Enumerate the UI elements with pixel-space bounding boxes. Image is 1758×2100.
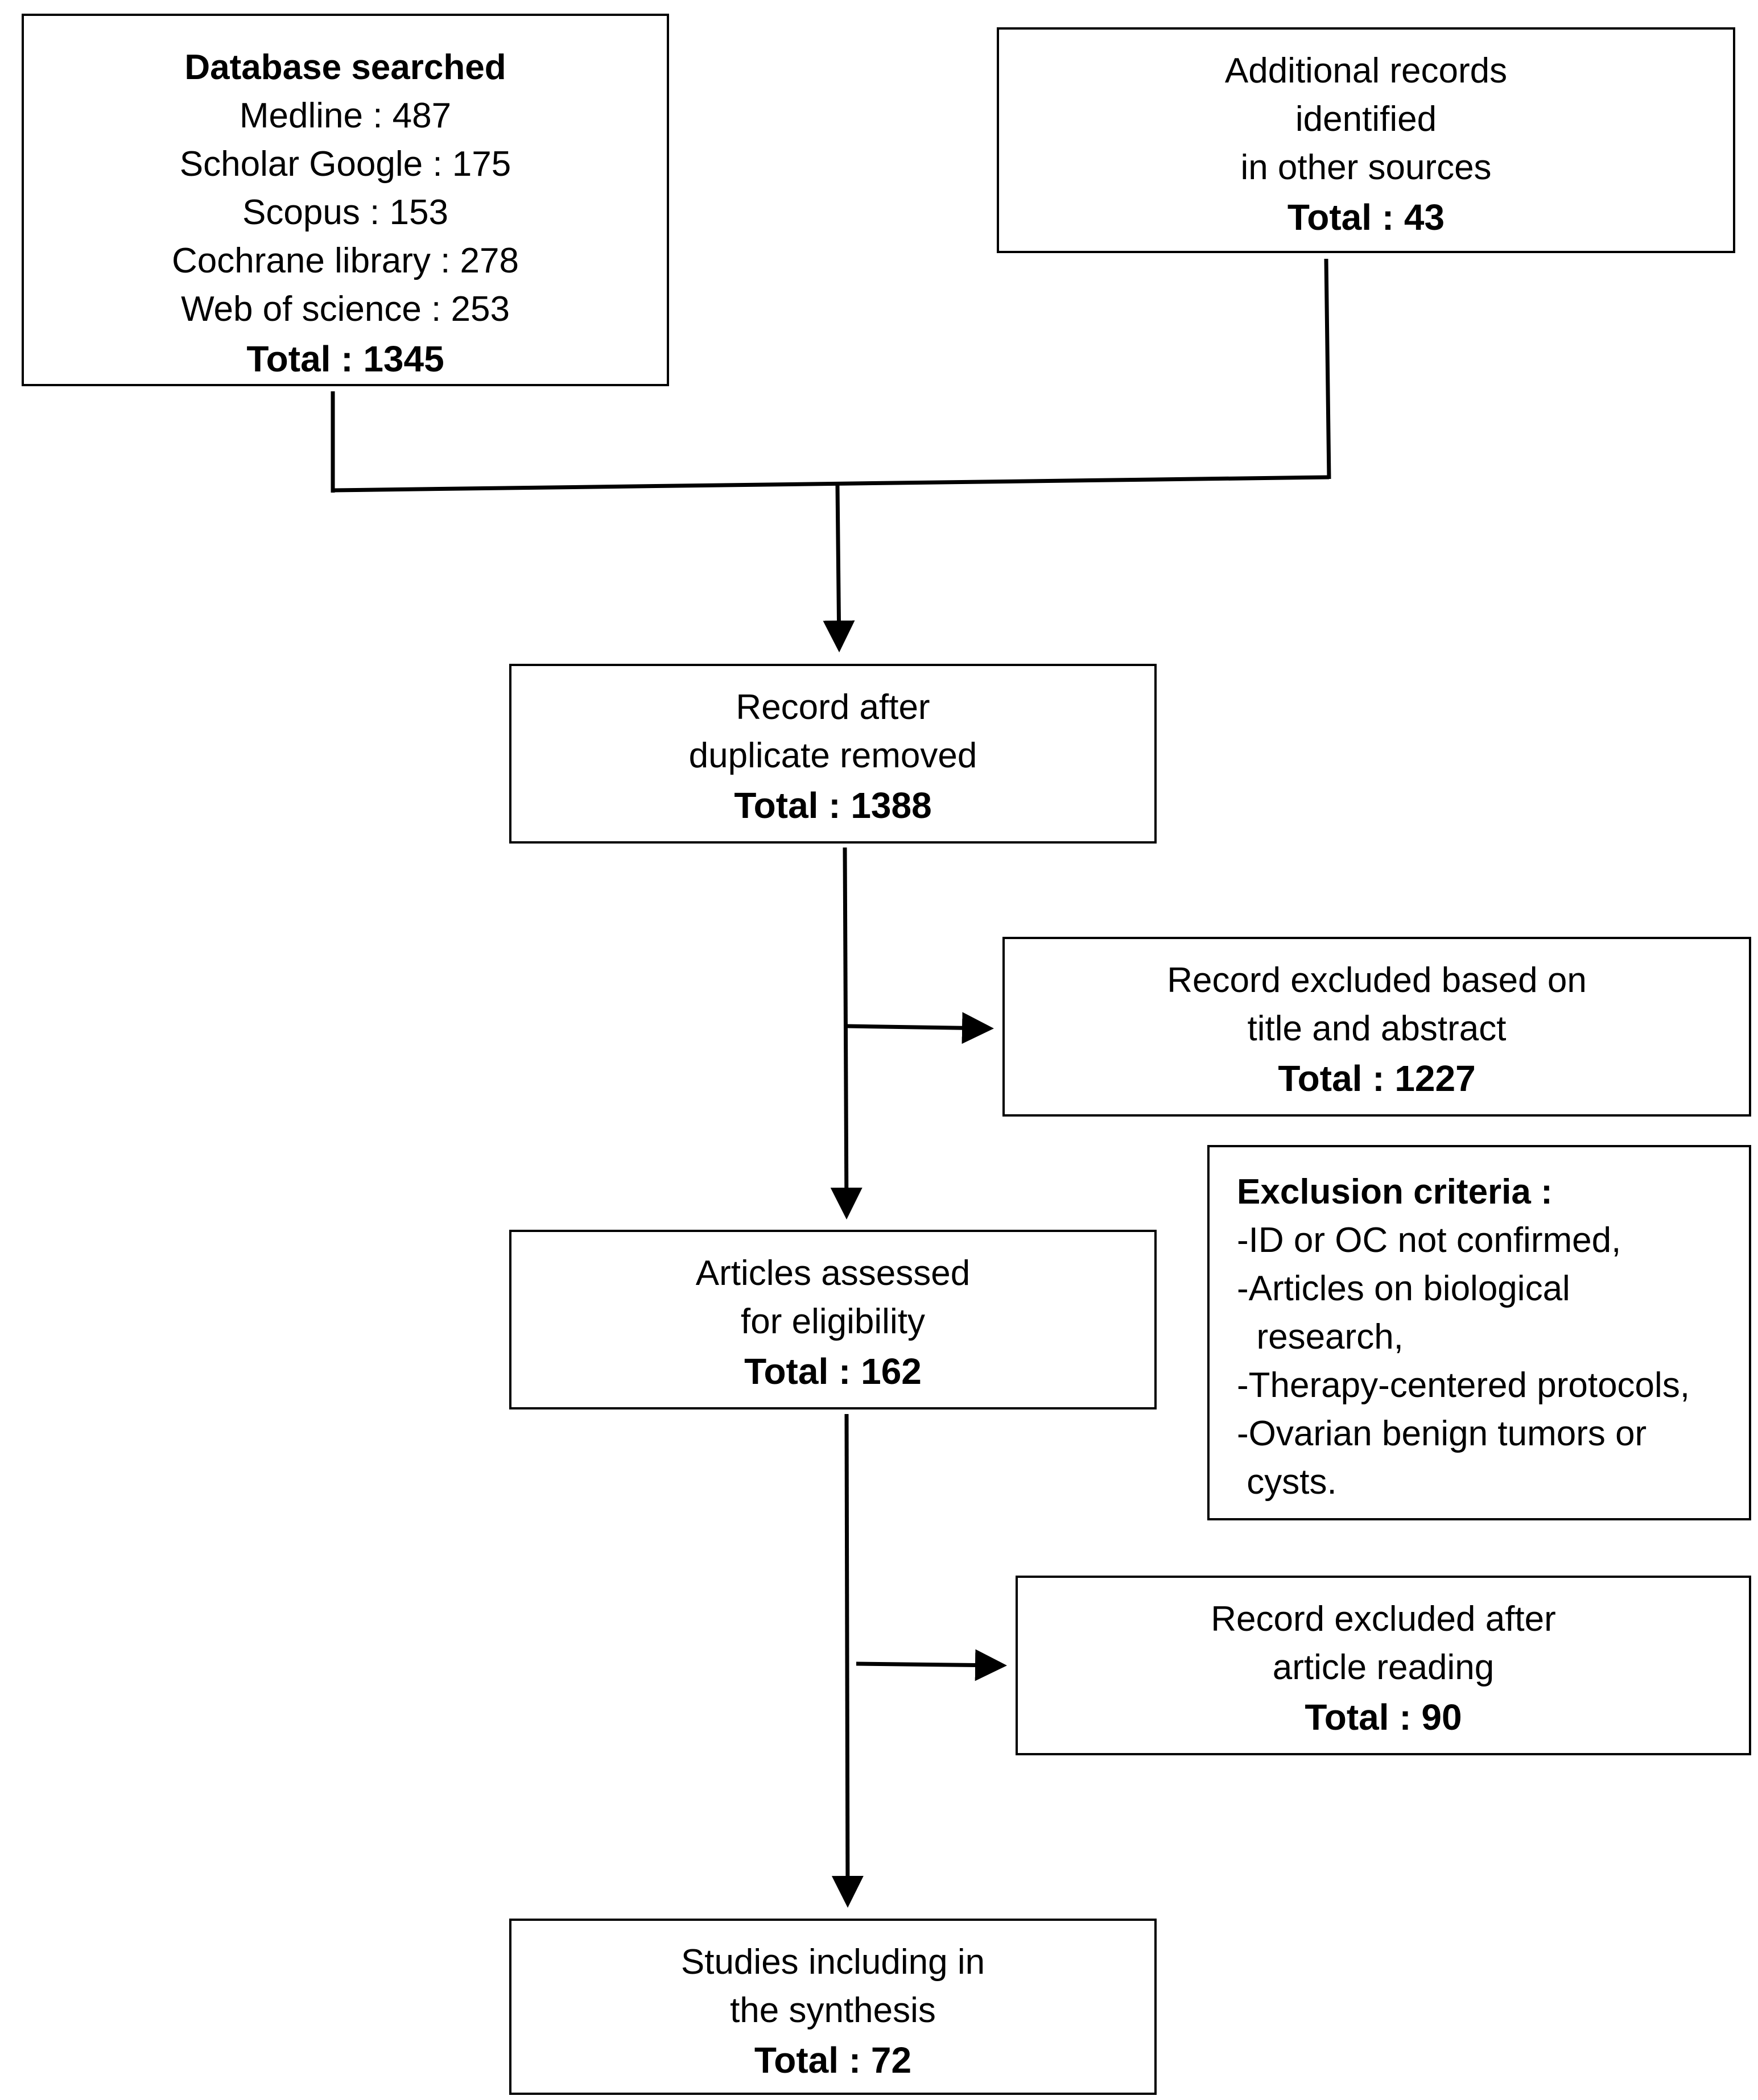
excluded-title-abstract-box: Record excluded based on title and abstr… (1002, 937, 1751, 1117)
criteria-item: -Ovarian benign tumors or (1237, 1414, 1647, 1453)
database-web-of-science: Web of science : 253 (181, 290, 510, 329)
database-medline: Medline : 487 (239, 96, 452, 135)
arrow-merge-to-dedup (823, 485, 855, 652)
excluded-reading-total: Total : 90 (1305, 1697, 1462, 1738)
dedup-line-2: duplicate removed (688, 736, 977, 775)
studies-included-box: Studies including in the synthesis Total… (509, 1919, 1157, 2095)
connector-additional-down (1324, 258, 1331, 479)
database-searched-box: Database searched Medline : 487 Scholar … (22, 14, 669, 386)
arrow-to-excluded-title (846, 1012, 994, 1044)
database-heading: Database searched (184, 48, 506, 87)
dedup-total: Total : 1388 (734, 785, 932, 826)
database-scholar-google: Scholar Google : 175 (179, 144, 511, 184)
additional-line-2: identified (1295, 100, 1437, 139)
arrow-to-excluded-reading (856, 1649, 1007, 1681)
excluded-title-line-1: Record excluded based on (1167, 961, 1587, 1000)
exclusion-criteria-box: Exclusion criteria : -ID or OC not confi… (1207, 1145, 1751, 1520)
criteria-item: -Therapy-centered protocols, (1237, 1366, 1690, 1405)
database-total: Total : 1345 (246, 338, 444, 379)
eligibility-total: Total : 162 (744, 1351, 922, 1392)
dedup-line-1: Record after (736, 688, 930, 727)
included-total: Total : 72 (754, 2040, 912, 2081)
included-line-1: Studies including in (680, 1942, 985, 1982)
additional-records-box: Additional records identified in other s… (997, 27, 1735, 253)
duplicates-removed-box: Record after duplicate removed Total : 1… (509, 664, 1157, 844)
criteria-item: -ID or OC not confirmed, (1237, 1221, 1621, 1260)
additional-total: Total : 43 (1287, 197, 1445, 238)
arrow-dedup-to-eligibility (830, 847, 863, 1220)
exclusion-criteria-heading: Exclusion criteria : (1237, 1172, 1553, 1212)
excluded-reading-line-1: Record excluded after (1211, 1599, 1556, 1639)
excluded-article-reading-box: Record excluded after article reading To… (1016, 1576, 1751, 1755)
database-scopus: Scopus : 153 (242, 193, 448, 232)
eligibility-box: Articles assessed for eligibility Total … (509, 1230, 1157, 1409)
excluded-title-total: Total : 1227 (1278, 1058, 1476, 1099)
criteria-item: cysts. (1237, 1462, 1337, 1502)
connector-merge-horizontal (332, 475, 1330, 493)
additional-line-3: in other sources (1240, 148, 1492, 187)
excluded-reading-line-2: article reading (1272, 1648, 1495, 1687)
eligibility-line-2: for eligibility (741, 1302, 925, 1341)
excluded-title-line-2: title and abstract (1247, 1009, 1507, 1048)
included-line-2: the synthesis (730, 1991, 936, 2030)
criteria-item: -Articles on biological (1237, 1269, 1570, 1308)
additional-line-1: Additional records (1224, 51, 1508, 90)
eligibility-line-1: Articles assessed (695, 1254, 971, 1293)
arrow-eligibility-to-included (831, 1413, 864, 1908)
criteria-item: research, (1237, 1317, 1404, 1357)
database-cochrane: Cochrane library : 278 (172, 241, 519, 280)
